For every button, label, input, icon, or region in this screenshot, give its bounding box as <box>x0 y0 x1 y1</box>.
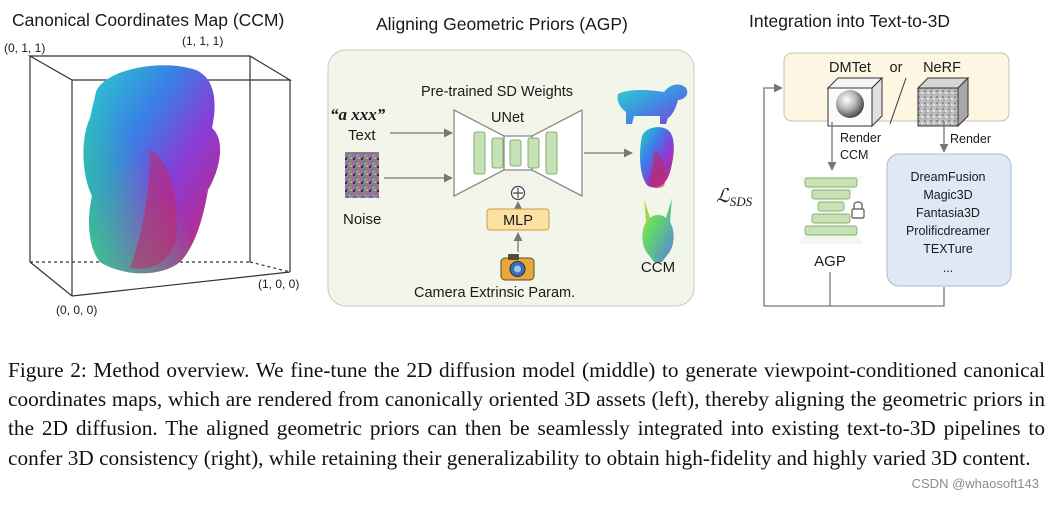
ccm-head-render <box>83 65 221 274</box>
render-ccm-label-line2: CCM <box>840 148 868 162</box>
text-input-label: Text <box>348 127 376 144</box>
agp-title: Aligning Geometric Priors (AGP) <box>376 14 628 34</box>
nerf-volume-icon <box>916 76 970 128</box>
camera-params-label: Camera Extrinsic Param. <box>414 285 575 301</box>
method-item: ... <box>943 261 953 275</box>
method-item: Fantasia3D <box>916 206 980 220</box>
coordinate-cube <box>27 55 293 297</box>
method-item: DreamFusion <box>910 170 985 184</box>
method-item: Prolificdreamer <box>906 224 990 238</box>
unet-label: UNet <box>491 110 524 126</box>
noise-input-label: Noise <box>343 211 381 228</box>
dog-ccm-render <box>617 84 688 124</box>
camera-icon <box>500 254 535 281</box>
agp-panel-box <box>327 49 695 307</box>
integration-title: Integration into Text-to-3D <box>749 11 950 31</box>
mlp-box <box>486 208 550 231</box>
noise-image <box>345 152 379 198</box>
agp-panel: Aligning Geometric Priors (AGP) Pre-trai… <box>327 14 695 307</box>
dmtet-label: DMTet <box>829 60 871 76</box>
agp-model-icon <box>798 176 864 244</box>
ccm-title: Canonical Coordinates Map (CCM) <box>12 10 284 30</box>
corner-label-bottom-left: (0, 0, 0) <box>56 303 97 317</box>
add-conditioning-icon <box>510 185 526 201</box>
sds-loss-label: ℒSDS <box>716 186 753 209</box>
watermark: CSDN @whaosoft143 <box>911 476 1039 491</box>
render-label: Render <box>950 132 991 146</box>
unet-block <box>453 108 583 198</box>
methods-list: DreamFusion Magic3D Fantasia3D Prolificd… <box>906 170 990 275</box>
render-ccm-label-line1: Render <box>840 131 881 145</box>
or-label: or <box>890 60 903 76</box>
method-item: TEXTure <box>923 242 973 256</box>
ccm-panel: Canonical Coordinates Map (CCM) (0, 1, 1… <box>4 10 299 317</box>
ccm-output-label: CCM <box>641 259 675 276</box>
sds-feedback-loop <box>763 83 945 307</box>
mlp-label: MLP <box>503 213 533 229</box>
methods-box <box>886 153 1012 287</box>
dmtet-sphere-icon <box>826 76 884 128</box>
nerf-label: NeRF <box>923 60 961 76</box>
lock-icon <box>851 201 865 219</box>
corner-label-top-right: (1, 1, 1) <box>182 34 223 48</box>
method-item: Magic3D <box>923 188 972 202</box>
sds-loss-subscript: SDS <box>730 194 753 209</box>
or-divider <box>889 77 907 125</box>
corner-label-bottom-right: (1, 0, 0) <box>258 277 299 291</box>
pikachu-ccm-render <box>642 198 674 262</box>
sds-loss-symbol: ℒ <box>716 186 731 207</box>
figure-caption: Figure 2: Method overview. We fine-tune … <box>8 358 1045 470</box>
pretrained-weights-label: Pre-trained SD Weights <box>421 84 573 100</box>
method-overview-figure: Canonical Coordinates Map (CCM) (0, 1, 1… <box>4 10 1012 317</box>
agp-label: AGP <box>814 253 846 270</box>
prompt-text: “a xxx” <box>330 105 386 124</box>
integration-panel: Integration into Text-to-3D DMTet or NeR… <box>716 11 1012 307</box>
head-ccm-render <box>640 127 674 189</box>
corner-label-top-left: (0, 1, 1) <box>4 41 45 55</box>
